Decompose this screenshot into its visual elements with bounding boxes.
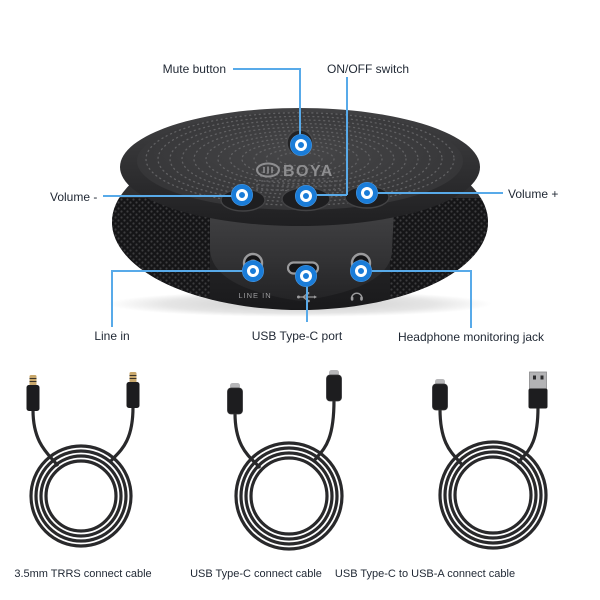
marker-ring bbox=[300, 190, 312, 202]
callout-line-headphone-v bbox=[470, 270, 472, 328]
usb-c-to-a-cable-illustration bbox=[432, 371, 548, 550]
brand-text: BOYA bbox=[283, 163, 334, 180]
trrs-plug-right bbox=[126, 372, 140, 408]
boya-logo-icon: BOYA bbox=[256, 162, 344, 191]
speakerphone-device: BOYA bbox=[112, 108, 488, 310]
callout-line-mute-v bbox=[299, 68, 301, 140]
line-in-marker bbox=[242, 260, 264, 282]
callout-line-usb-v bbox=[306, 283, 308, 322]
headphone-jack-label: Headphone monitoring jack bbox=[397, 330, 545, 344]
line-in-print: LINE IN bbox=[238, 291, 271, 300]
volume-plus-marker bbox=[356, 182, 378, 204]
usb-c-cable-illustration bbox=[227, 370, 344, 551]
usb-c-connector-left bbox=[227, 383, 243, 415]
marker-ring bbox=[295, 139, 307, 151]
usb-c-cable-label: USB Type-C connect cable bbox=[190, 568, 322, 580]
trrs-cable-label: 3.5mm TRRS connect cable bbox=[14, 568, 152, 580]
trrs-plug-left bbox=[26, 375, 40, 411]
callout-line-headphone-h bbox=[370, 270, 471, 272]
marker-ring bbox=[355, 265, 367, 277]
usb-c-marker bbox=[295, 265, 317, 287]
marker-ring bbox=[300, 270, 312, 282]
headphone-icon bbox=[350, 292, 363, 301]
callout-line-onoff-h bbox=[312, 194, 347, 196]
marker-ring bbox=[361, 187, 373, 199]
mute-button-marker bbox=[290, 134, 312, 156]
callout-line-volplus-h bbox=[377, 192, 503, 194]
usb-c-port-label: USB Type-C port bbox=[251, 329, 343, 343]
callout-line-linein-v bbox=[111, 270, 113, 327]
headphone-marker bbox=[350, 260, 372, 282]
callout-line-mute-h bbox=[233, 68, 300, 70]
usb-c-to-a-cable-label: USB Type-C to USB-A connect cable bbox=[334, 568, 516, 580]
on-off-switch-label: ON/OFF switch bbox=[327, 62, 410, 76]
callout-line-volminus-h bbox=[103, 195, 233, 197]
line-in-label: Line in bbox=[94, 329, 130, 343]
volume-plus-label: Volume + bbox=[508, 187, 559, 201]
usb-a-connector bbox=[528, 371, 548, 409]
usb-c-connector bbox=[432, 379, 448, 411]
callout-line-linein-h bbox=[111, 270, 243, 272]
usb-c-connector-right bbox=[326, 370, 342, 402]
marker-ring bbox=[247, 265, 259, 277]
mute-button-label: Mute button bbox=[162, 62, 226, 76]
marker-ring bbox=[236, 189, 248, 201]
on-off-marker bbox=[295, 185, 317, 207]
volume-minus-marker bbox=[231, 184, 253, 206]
callout-line-onoff-v bbox=[346, 77, 348, 195]
volume-minus-label: Volume - bbox=[50, 190, 98, 204]
trrs-cable-illustration bbox=[26, 372, 140, 548]
